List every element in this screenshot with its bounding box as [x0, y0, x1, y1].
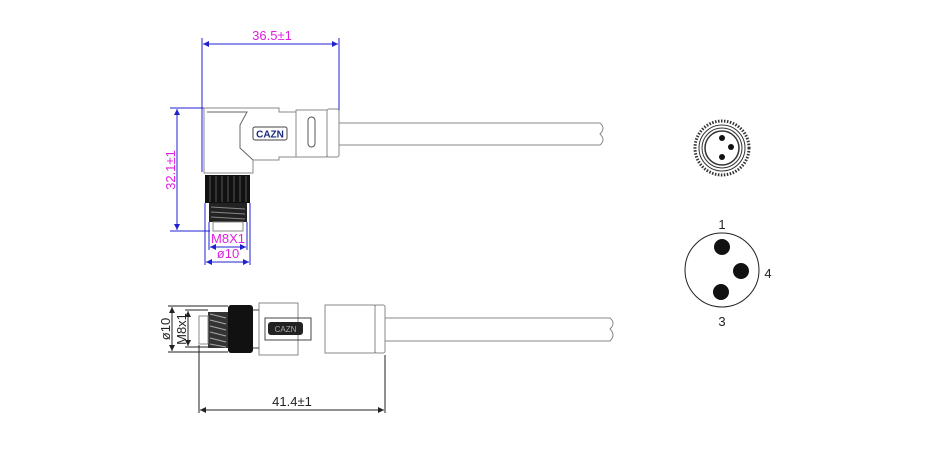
side-brand-logo: CAZN [275, 325, 297, 334]
pin-1 [714, 239, 730, 255]
side-diameter-dimension: ø10 [158, 318, 173, 340]
pin-label-3: 3 [718, 314, 725, 329]
pinout-diagram: 1 4 3 [684, 217, 772, 329]
grip-slot [307, 116, 316, 148]
side-overmold [324, 304, 376, 354]
side-cable [385, 317, 614, 342]
thread-dimension: M8X1 [211, 231, 245, 246]
side-view: CAZN ø10 M8x1 41.4±1 [158, 302, 614, 413]
cable [339, 122, 604, 146]
connector-tip [212, 221, 244, 232]
right-angle-view: 36.5±1 32.1±1 CAZN M8X1 ø10 [163, 28, 604, 265]
height-dimension: 32.1±1 [163, 150, 178, 190]
pin-4 [733, 263, 749, 279]
overmold-sleeve [295, 109, 328, 158]
side-coupling-nut [228, 305, 253, 353]
right-angle-body [203, 107, 297, 174]
pin-label-4: 4 [764, 266, 771, 281]
diameter-dimension: ø10 [217, 246, 239, 261]
logo-plate [252, 126, 288, 141]
width-dimension: 36.5±1 [252, 28, 292, 43]
cable-collar [326, 108, 340, 158]
side-logo-plate [268, 322, 303, 335]
connector-face [693, 119, 751, 177]
length-dimension: 41.4±1 [272, 394, 312, 409]
side-thread-dimension: M8x1 [174, 313, 189, 345]
brand-logo: CAZN [256, 130, 284, 141]
pin-3 [713, 284, 729, 300]
pin-label-1: 1 [718, 217, 725, 232]
